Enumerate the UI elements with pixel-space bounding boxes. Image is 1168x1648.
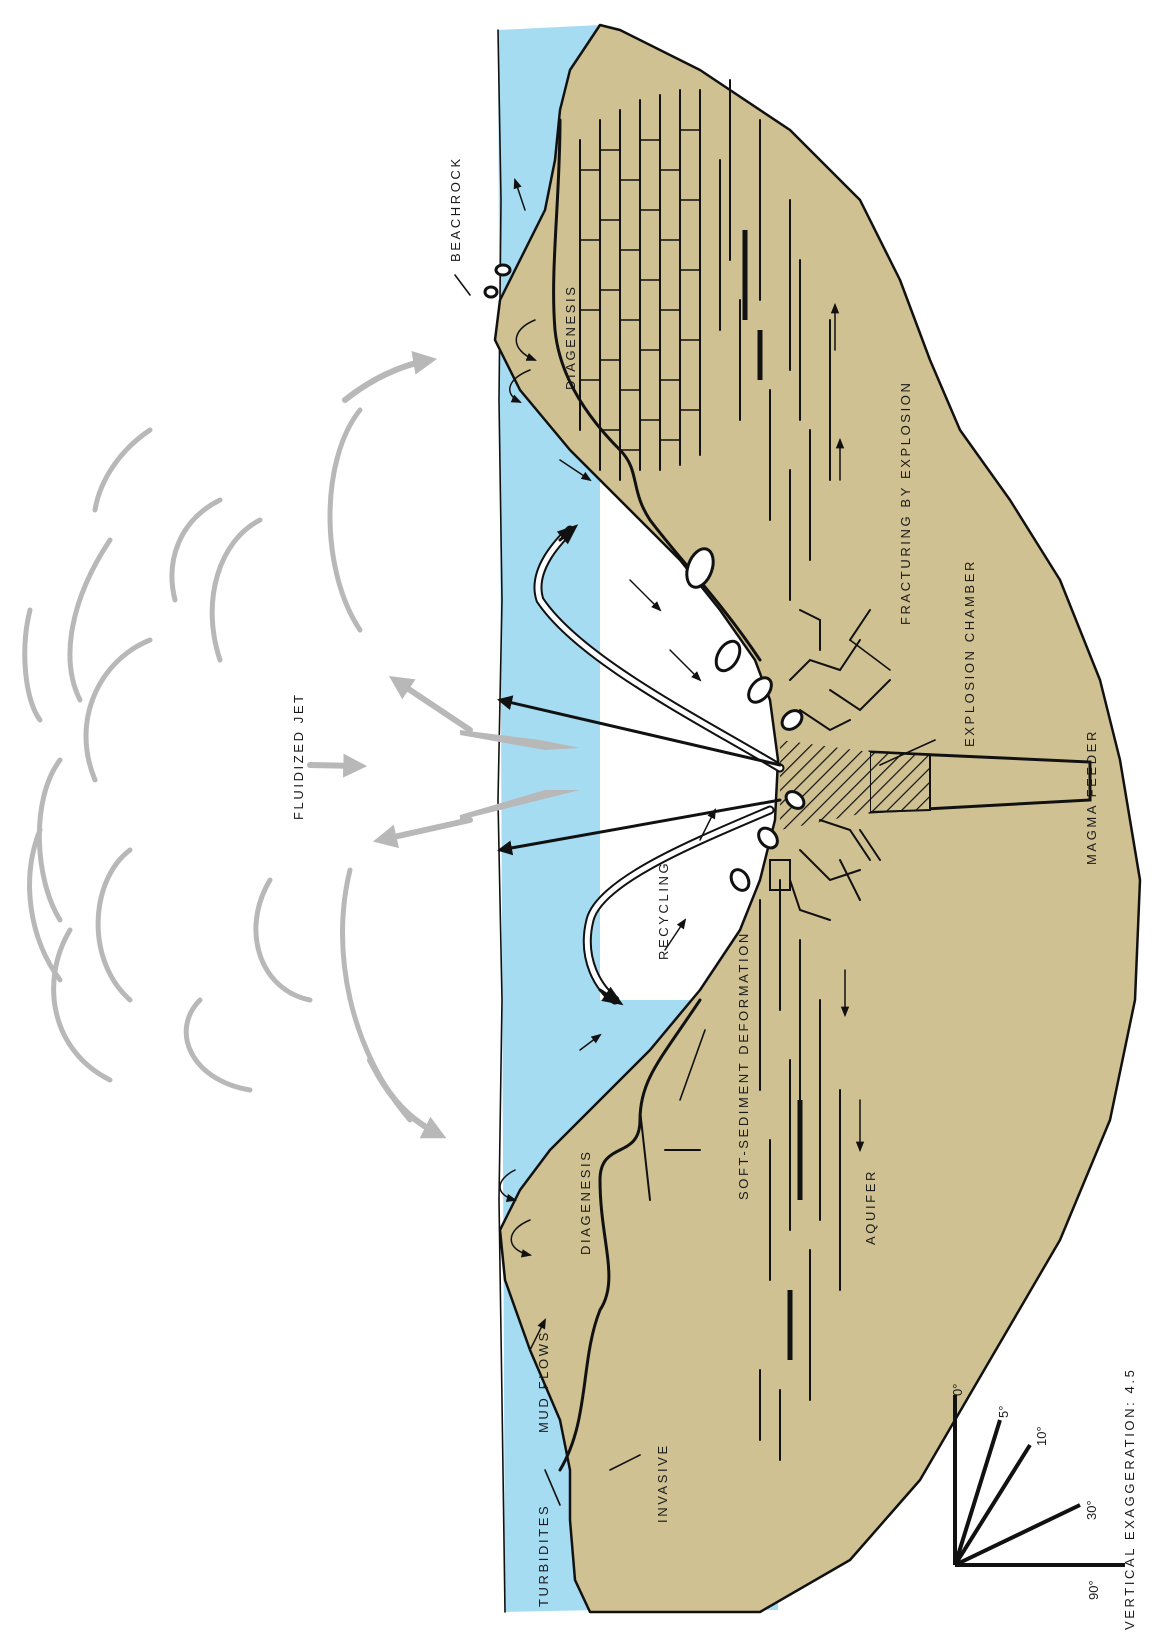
angle-tick-0: 0° (950, 1384, 965, 1396)
label-vertical-exaggeration: VERTICAL EXAGGERATION: 4.5 (1122, 1368, 1137, 1630)
label-explosion-chamber: EXPLOSION CHAMBER (962, 559, 977, 747)
label-recycling: RECYCLING (656, 861, 671, 960)
label-fluidized-jet: FLUIDIZED JET (291, 692, 306, 820)
jet-cloud (25, 360, 440, 1135)
label-diagenesis-bottom: DIAGENESIS (578, 1150, 593, 1255)
angle-scale: 0° 5° 10° 30° 90° (950, 1384, 1125, 1600)
angle-tick-10: 10° (1034, 1426, 1049, 1446)
label-beachrock: BEACHROCK (448, 156, 463, 262)
label-soft-sediment: SOFT-SEDIMENT DEFORMATION (736, 931, 751, 1200)
label-turbidites: TURBIDITES (536, 1504, 551, 1607)
angle-tick-30: 30° (1084, 1500, 1099, 1520)
label-magma-feeder: MAGMA FEEDER (1084, 729, 1099, 865)
label-diagenesis-top: DIAGENESIS (563, 285, 578, 390)
label-invasive: INVASIVE (655, 1443, 670, 1523)
label-mud-flows: MUD FLOWS (536, 1330, 551, 1433)
angle-tick-5: 5° (996, 1406, 1011, 1418)
label-aquifer: AQUIFER (863, 1169, 878, 1245)
label-fracturing: FRACTURING BY EXPLOSION (898, 381, 913, 626)
angle-tick-90: 90° (1086, 1580, 1101, 1600)
